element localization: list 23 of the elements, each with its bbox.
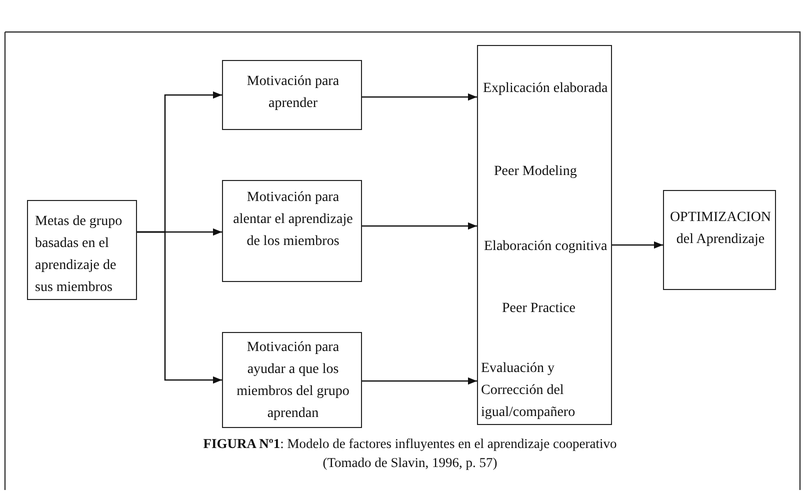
- arrow: [612, 241, 663, 249]
- arrow: [362, 377, 477, 385]
- box-text: del Aprendizaje: [675, 231, 766, 249]
- box-text: Motivación para ayudar a que los miembros del grupo aprendan: [236, 339, 350, 423]
- box-text: Peer Practice: [502, 300, 576, 318]
- process-box: [663, 190, 776, 290]
- process-box: [222, 332, 362, 428]
- process-box: [27, 200, 137, 300]
- box-text: Metas de grupo basadas en el aprendizaje de sus miembros: [35, 213, 124, 297]
- box-text: Peer Modeling: [494, 163, 578, 181]
- box-text: Explicación elaborada: [483, 80, 608, 98]
- box-text: Evaluación y Corrección del igual/compañero: [481, 360, 576, 422]
- activity-panel: [477, 45, 612, 425]
- box-text: OPTIMIZACION: [668, 209, 772, 227]
- arrow: [362, 93, 477, 101]
- box-text: Motivación para aprender: [246, 73, 340, 113]
- figure-caption: FIGURA Nº1: Modelo de factores influyentes en el aprendizaje cooperativo (Tomado de Slavin, 1996, p. 57): [202, 435, 618, 472]
- process-box: [222, 180, 362, 282]
- box-text: Elaboración cognitiva: [484, 238, 608, 256]
- process-box: [222, 60, 362, 130]
- arrow: [137, 231, 222, 384]
- box-text: Motivación para alentar el aprendizaje de los miembros: [232, 189, 354, 251]
- arrow: [362, 222, 477, 230]
